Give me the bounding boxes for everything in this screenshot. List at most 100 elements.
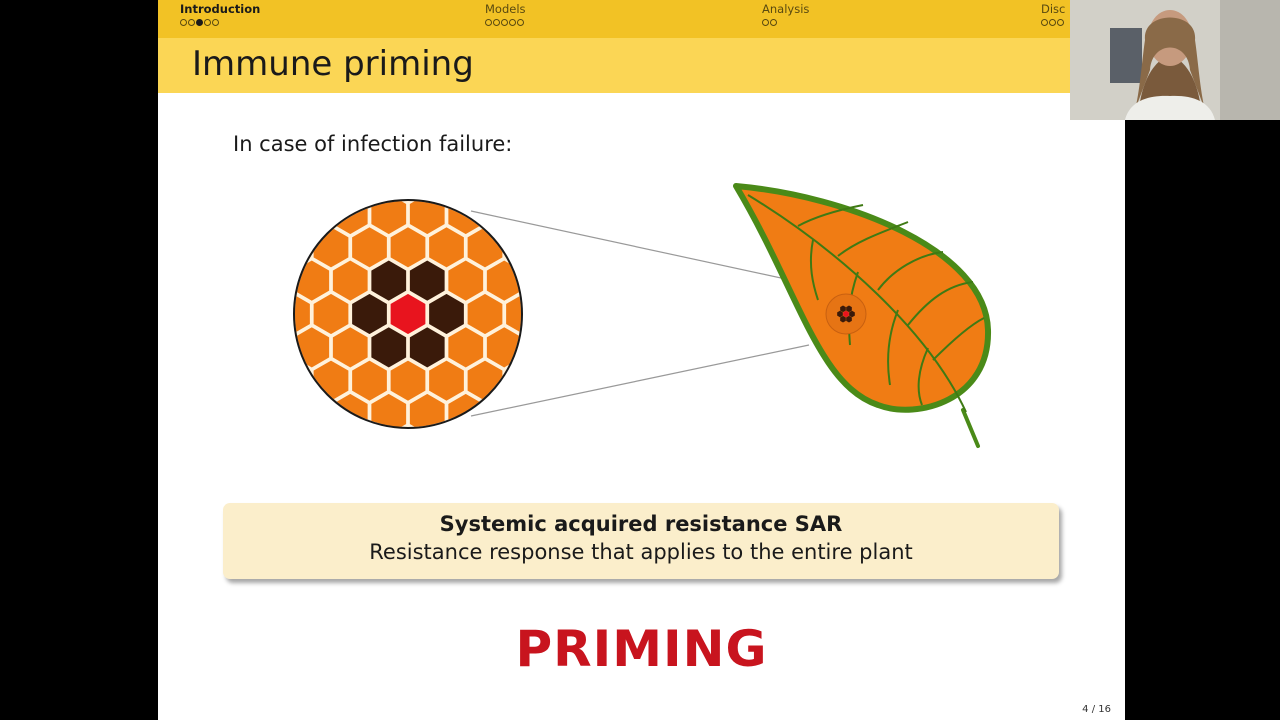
healthy-cell [216, 459, 253, 500]
healthy-cell [582, 359, 619, 401]
definition-box: Systemic acquired resistance SAR Resista… [223, 503, 1059, 579]
intro-text: In case of infection failure: [233, 132, 513, 156]
nav-section-analysis[interactable]: Analysis [762, 2, 809, 26]
healthy-cell [197, 359, 234, 401]
healthy-cell [544, 159, 581, 201]
healthy-cell [236, 226, 273, 268]
leaf-icon [733, 183, 992, 448]
healthy-cell [427, 358, 466, 404]
healthy-cell [236, 293, 273, 335]
healthy-cell [524, 326, 561, 368]
nav-dot[interactable] [770, 19, 777, 26]
healthy-cell [465, 201, 505, 204]
healthy-cell [295, 201, 312, 204]
healthy-cell [369, 391, 409, 427]
nav-dot[interactable] [1057, 19, 1064, 26]
healthy-cell [486, 126, 523, 168]
healthy-cell [582, 159, 619, 201]
healthy-cell [409, 459, 446, 500]
zoom-line [470, 210, 805, 284]
healthy-cell [330, 324, 370, 370]
healthy-cell [236, 426, 273, 468]
healthy-cell [524, 393, 561, 435]
healthy-cell [370, 126, 407, 168]
nav-dot[interactable] [517, 19, 524, 26]
nav-section-discussion[interactable]: Disc [1041, 2, 1065, 26]
nav-dot[interactable] [493, 19, 500, 26]
nav-dot[interactable] [188, 19, 195, 26]
healthy-cell [563, 259, 600, 301]
definition-title: Systemic acquired resistance SAR [439, 512, 843, 536]
nav-dots [180, 19, 260, 26]
section-navigation: Introduction Models Analysis [158, 0, 1125, 38]
healthy-cell [255, 459, 292, 500]
infected-cell [843, 310, 849, 318]
nav-dot[interactable] [212, 19, 219, 26]
presentation-slide: Introduction Models Analysis [158, 0, 1125, 720]
healthy-cell [330, 258, 370, 304]
healthy-cell [601, 393, 638, 435]
healthy-cell [332, 126, 369, 168]
definition-text: Resistance response that applies to the … [369, 540, 913, 564]
healthy-cell [216, 193, 253, 235]
tissue-disc-outline [293, 199, 523, 429]
healthy-cell [330, 391, 370, 427]
healthy-cell [447, 126, 484, 168]
nav-section-label: Introduction [180, 2, 261, 16]
healthy-cell [465, 424, 505, 427]
healthy-cell [484, 391, 521, 427]
healthy-cell [409, 126, 446, 168]
nav-section-label: Analysis [762, 2, 810, 16]
slide-title: Immune priming [192, 44, 474, 84]
healthy-cell [544, 426, 581, 468]
healthy-cell [563, 393, 600, 435]
healthy-cell [370, 459, 407, 500]
healthy-cell [582, 293, 619, 335]
healthy-cell [446, 258, 486, 304]
nav-dot[interactable] [762, 19, 769, 26]
healthy-cell [293, 126, 330, 168]
nav-dot[interactable] [501, 19, 508, 26]
healthy-cell [197, 159, 234, 201]
healthy-cell [350, 424, 389, 427]
nav-dot[interactable] [509, 19, 516, 26]
healthy-cell [563, 326, 600, 368]
healthy-cell [197, 426, 234, 468]
nav-dot[interactable] [204, 19, 211, 26]
leaf-blade [733, 183, 992, 413]
healthy-cell [197, 226, 234, 268]
healthy-cell [544, 226, 581, 268]
healthy-cell [427, 201, 466, 204]
healthy-cell [388, 224, 428, 270]
healthy-cell [388, 358, 428, 404]
dead-cell [840, 315, 846, 323]
nav-section-models[interactable]: Models [485, 2, 526, 26]
healthy-cell [236, 159, 273, 201]
healthy-cell [350, 201, 389, 204]
healthy-cell [563, 126, 600, 168]
healthy-cell [295, 391, 332, 427]
dead-cell [846, 305, 852, 313]
dead-cell [369, 324, 409, 370]
nav-section-label: Models [485, 2, 526, 16]
healthy-cell [311, 291, 351, 337]
nav-dot[interactable] [1049, 19, 1056, 26]
infection-diagram [197, 126, 992, 500]
healthy-cell [504, 424, 521, 427]
nav-dot[interactable] [180, 19, 187, 26]
healthy-cell [504, 201, 521, 204]
healthy-cell [350, 358, 389, 404]
nav-dot[interactable] [485, 19, 492, 26]
nav-dot[interactable] [1041, 19, 1048, 26]
healthy-cell [295, 201, 332, 237]
healthy-cell [197, 293, 234, 335]
nav-section-introduction[interactable]: Introduction [180, 2, 260, 26]
healthy-cell [255, 126, 292, 168]
healthy-cell [255, 259, 292, 301]
nav-dot-current[interactable] [196, 19, 203, 26]
healthy-cell [446, 324, 486, 370]
healthy-cell [563, 193, 600, 235]
healthy-cell [486, 459, 523, 500]
nav-section-label: Disc [1041, 2, 1066, 16]
healthy-cell [601, 259, 638, 301]
